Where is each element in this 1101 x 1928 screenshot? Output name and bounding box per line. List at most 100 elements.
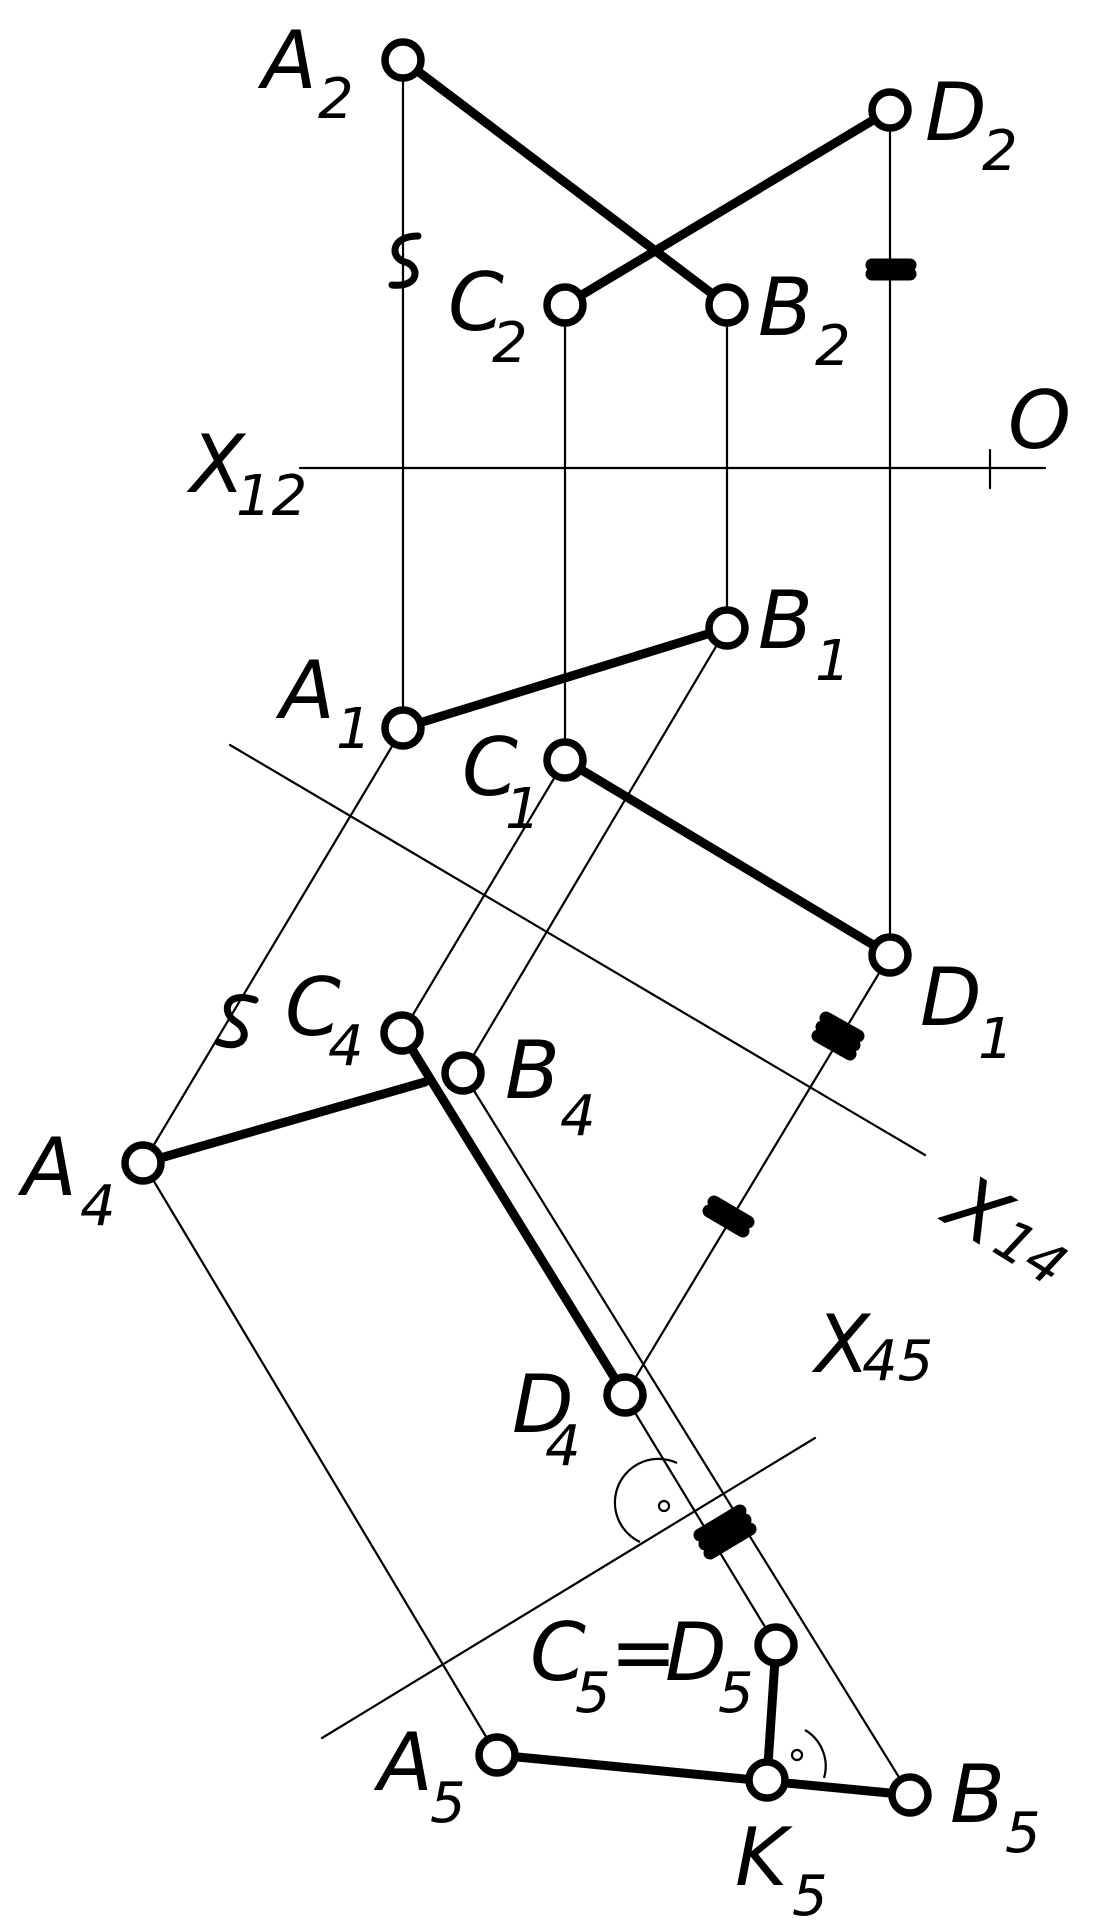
point-d1 [868, 933, 912, 977]
segment-a1-b1 [398, 623, 732, 733]
svg-text:D: D [920, 951, 982, 1044]
label-a5: A 5 [373, 1716, 466, 1836]
segment-c4-d4 [397, 1028, 630, 1400]
svg-text:2: 2 [815, 314, 851, 379]
equal-mark-d1d4-3 [811, 1029, 857, 1061]
segment-c5-k5 [762, 1640, 781, 1785]
label-d4: D 4 [512, 1358, 581, 1479]
equal-mark-d1d4-single-1 [707, 1195, 755, 1229]
svg-text:A: A [373, 1716, 433, 1809]
label-b4: B 4 [505, 1024, 596, 1149]
label-b2: B 2 [758, 261, 851, 379]
svg-text:45: 45 [862, 1329, 933, 1394]
equal-mark-d1d4-2 [815, 1020, 861, 1052]
svg-text:B: B [758, 574, 813, 667]
right-angle-dot-k5 [790, 1748, 804, 1762]
label-c5-equals-d5: C 5 = D 5 [530, 1606, 754, 1726]
axis-x45 [320, 1436, 817, 1740]
point-a4 [121, 1141, 165, 1185]
svg-text:5: 5 [718, 1661, 754, 1726]
segment-c1-d1 [560, 755, 895, 960]
label-c2: C 2 [448, 256, 528, 376]
equal-mark-d1d4-1 [819, 1011, 865, 1043]
svg-text:C: C [530, 1606, 586, 1699]
point-a5 [475, 1733, 519, 1777]
label-c1: C 1 [462, 721, 541, 842]
point-b5 [888, 1773, 932, 1817]
equal-mark-s-a1a4 [214, 994, 259, 1049]
svg-text:B: B [505, 1024, 560, 1117]
svg-text:5: 5 [575, 1661, 611, 1726]
svg-text:X: X [811, 1298, 872, 1391]
svg-text:2: 2 [318, 67, 354, 132]
right-angle-mark-k5 [804, 1729, 827, 1779]
svg-text:O: O [1008, 374, 1071, 467]
segment-a4-b4 [138, 1077, 430, 1168]
svg-text:B: B [758, 261, 813, 354]
svg-text:4: 4 [328, 1014, 364, 1079]
link-a4-a5 [141, 1161, 499, 1757]
point-d4 [603, 1373, 647, 1417]
svg-text:4: 4 [560, 1084, 596, 1149]
svg-text:B: B [950, 1748, 1005, 1841]
label-c4: C 4 [285, 961, 364, 1079]
svg-text:D: D [925, 66, 987, 159]
svg-text:=: = [610, 1606, 677, 1699]
point-b4 [441, 1051, 485, 1095]
svg-text:12: 12 [236, 464, 307, 529]
label-b1: B 1 [758, 574, 851, 694]
equal-mark-c4c5-1 [693, 1504, 747, 1542]
svg-text:1: 1 [978, 1007, 1014, 1072]
svg-text:5: 5 [1005, 1801, 1041, 1866]
point-d2 [868, 88, 912, 132]
link-a1-a4 [141, 726, 405, 1165]
svg-text:A: A [275, 644, 335, 737]
link-b4-b5 [461, 1071, 912, 1797]
label-x12: X 12 [186, 418, 307, 529]
svg-text:C: C [462, 721, 518, 814]
svg-text:2: 2 [982, 119, 1018, 184]
svg-text:4: 4 [80, 1174, 116, 1239]
svg-text:4: 4 [545, 1414, 581, 1479]
point-c1 [543, 738, 587, 782]
svg-text:A: A [257, 14, 317, 107]
segment-c2-d2 [560, 105, 895, 310]
equal-mark-c4c5-2 [698, 1513, 752, 1551]
svg-text:1: 1 [336, 697, 372, 762]
label-x14: X 14 [927, 1155, 1078, 1300]
label-b5: B 5 [950, 1748, 1041, 1866]
svg-text:D: D [512, 1358, 574, 1451]
svg-text:2: 2 [492, 311, 528, 376]
point-k5 [745, 1758, 789, 1802]
right-angle-mark-x45 [613, 1457, 678, 1543]
label-d2: D 2 [925, 66, 1018, 184]
label-a1: A 1 [275, 644, 372, 762]
equal-mark-s-a2a1 [388, 232, 422, 289]
label-k5: K 5 [735, 1811, 828, 1928]
svg-text:1: 1 [815, 629, 851, 694]
label-x45: X 45 [811, 1298, 933, 1394]
svg-text:C: C [448, 256, 504, 349]
equal-mark-c4c5-3 [703, 1522, 757, 1560]
label-origin: O [1008, 374, 1071, 467]
point-c4 [380, 1011, 424, 1055]
point-c2 [543, 283, 587, 327]
segment-a2-b2 [398, 55, 732, 310]
axis-x14 [228, 743, 927, 1157]
svg-text:1: 1 [505, 777, 541, 842]
svg-text:C: C [285, 961, 341, 1054]
point-b1 [705, 606, 749, 650]
point-c5-d5 [754, 1623, 798, 1667]
svg-text:A: A [17, 1121, 77, 1214]
svg-text:5: 5 [792, 1864, 828, 1928]
point-a2 [381, 38, 425, 82]
equal-mark-d1d4-single-2 [702, 1204, 750, 1238]
svg-text:D: D [665, 1606, 727, 1699]
label-d1: D 1 [920, 951, 1014, 1072]
link-b1-b4 [461, 626, 729, 1075]
right-angle-dot-x45 [657, 1499, 671, 1513]
label-a2: A 2 [257, 14, 354, 132]
point-b2 [705, 283, 749, 327]
label-a4: A 4 [17, 1121, 116, 1239]
